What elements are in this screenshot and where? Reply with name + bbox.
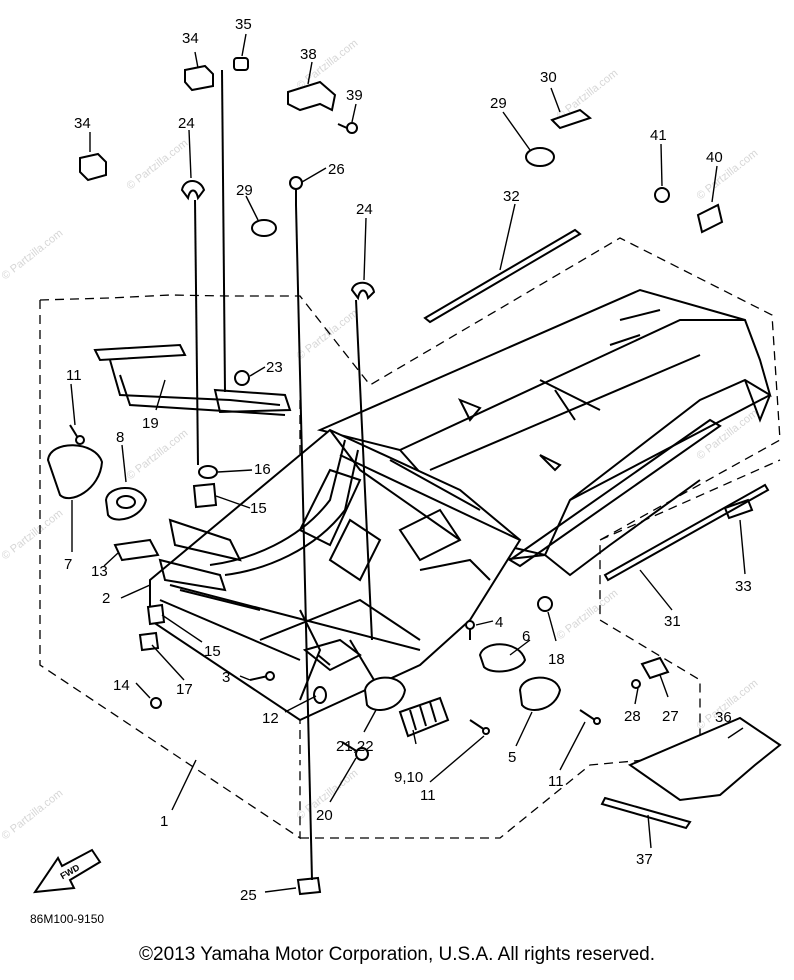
callout-label: 31	[664, 613, 681, 630]
loose-parts	[46, 57, 782, 896]
callout-label: 25	[240, 887, 257, 904]
callout-label: 24	[356, 201, 373, 218]
callout-label: 30	[540, 69, 557, 86]
callout-label: 15	[250, 500, 267, 517]
leader-lines	[70, 33, 746, 893]
callout-label: 34	[182, 30, 199, 47]
callout-label: 1	[160, 813, 168, 830]
callout-label: 7	[64, 556, 72, 573]
callout-label: 12	[262, 710, 279, 727]
callout-label: 32	[503, 188, 520, 205]
callout-label: 24	[178, 115, 195, 132]
callout-label: 11	[420, 787, 436, 804]
parts-diagram: © Partzilla.com © Partzilla.com © Partzill…	[0, 16, 782, 926]
callout-label: 21,22	[336, 738, 374, 755]
watermark-text: © Partzilla.com	[124, 427, 190, 482]
callout-label: 11	[548, 773, 564, 790]
callout-label: 26	[328, 161, 345, 178]
watermark-text: © Partzilla.com	[554, 587, 620, 642]
watermark-text: © Partzilla.com	[554, 67, 620, 122]
callout-label: 28	[624, 708, 641, 725]
callout-label: 3	[222, 669, 230, 686]
callout-label: 16	[254, 461, 271, 478]
callout-label: 6	[522, 628, 530, 645]
frame-assembly	[93, 288, 772, 722]
watermark-text: © Partzilla.com	[0, 227, 65, 282]
callout-label: 20	[316, 807, 333, 824]
callout-label: 39	[346, 87, 363, 104]
callout-label: 36	[715, 709, 732, 726]
watermark-text: © Partzilla.com	[0, 507, 65, 562]
callout-label: 15	[204, 643, 221, 660]
callout-label: 35	[235, 16, 252, 33]
copyright-notice: ©2013 Yamaha Motor Corporation, U.S.A. A…	[139, 944, 655, 965]
callout-label: 29	[236, 182, 253, 199]
callout-label: 4	[495, 614, 503, 631]
callout-label: 9,10	[394, 769, 423, 786]
callout-label: 34	[74, 115, 91, 132]
watermark-text: © Partzilla.com	[294, 307, 360, 362]
callout-label: 33	[735, 578, 752, 595]
watermark-text: © Partzilla.com	[694, 147, 760, 202]
callout-label: 5	[508, 749, 516, 766]
callout-label: 41	[650, 127, 667, 144]
callout-label: 40	[706, 149, 723, 166]
watermark-text: © Partzilla.com	[0, 787, 65, 842]
callout-label: 2	[102, 590, 110, 607]
callout-label: 27	[662, 708, 679, 725]
diagram-code: 86M100-9150	[30, 912, 104, 926]
watermark-text: © Partzilla.com	[124, 137, 190, 192]
callout-label: 18	[548, 651, 565, 668]
callout-labels: 1 2 3 4 5 6 7 8 9,10 11 11 11 11 12 13 1…	[64, 16, 752, 904]
callout-label: 29	[490, 95, 507, 112]
fwd-arrow-icon: FWD	[32, 848, 102, 894]
callout-label: 8	[116, 429, 124, 446]
callout-label: 14	[113, 677, 130, 694]
callout-label: 17	[176, 681, 193, 698]
callout-label: 37	[636, 851, 653, 868]
callout-label: 38	[300, 46, 317, 63]
callout-label: 13	[91, 563, 108, 580]
callout-label: 11	[66, 367, 82, 384]
callout-label: 23	[266, 359, 283, 376]
callout-label: 19	[142, 415, 159, 432]
watermark-text: © Partzilla.com	[694, 407, 760, 462]
